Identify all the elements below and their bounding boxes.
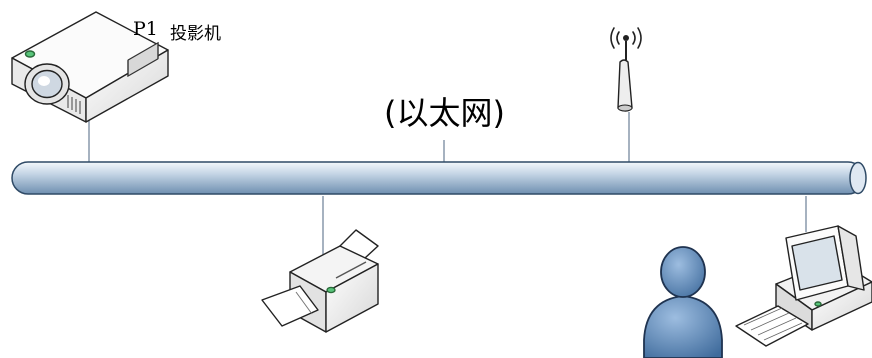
- projector-id-label: P1: [133, 18, 158, 40]
- projector-name-label: 投影机: [170, 24, 221, 44]
- user-icon: [643, 246, 723, 358]
- ethernet-cable: [11, 161, 867, 195]
- connector-lines: [88, 112, 807, 262]
- printer-icon: [261, 229, 379, 333]
- wireless-antenna-icon: [610, 27, 642, 112]
- network-label: (以太网): [384, 94, 505, 132]
- projector-icon: [11, 11, 169, 123]
- desktop-computer-icon: [735, 225, 872, 347]
